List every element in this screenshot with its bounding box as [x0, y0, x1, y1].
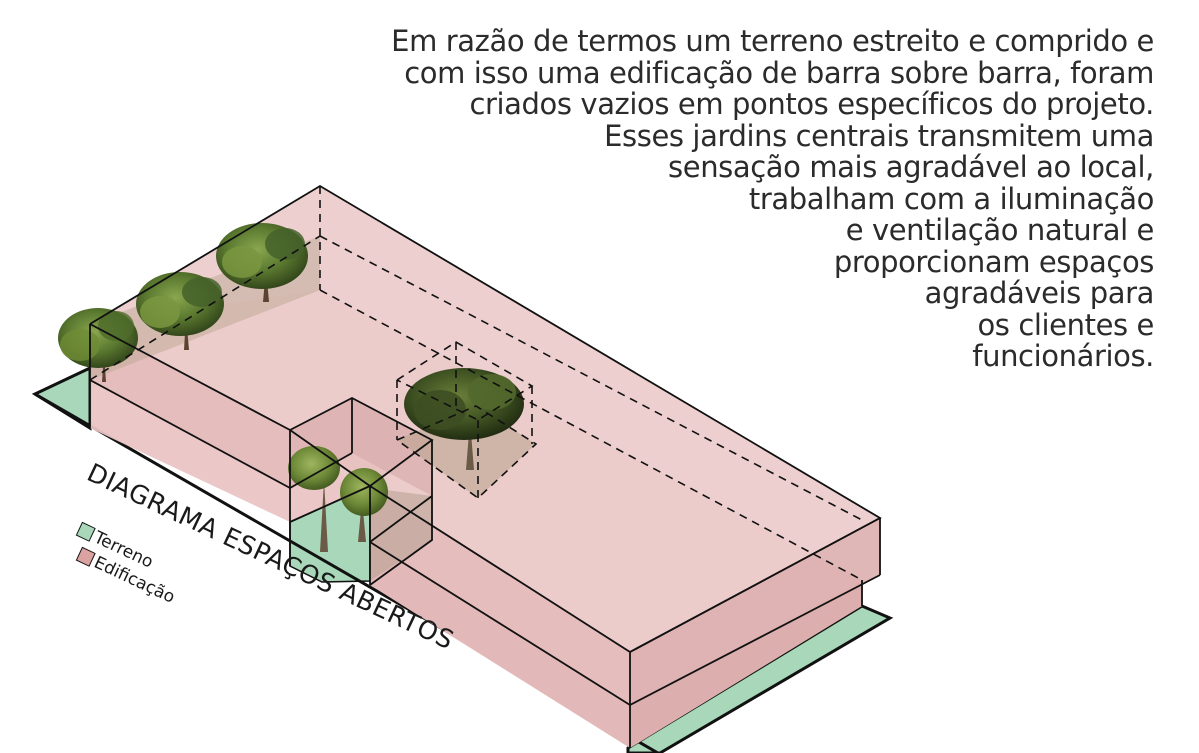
tree-courtyard-2: [340, 468, 388, 542]
description-line: agradáveis para: [924, 276, 1155, 310]
description-line: com isso uma edificação de barra sobre b…: [404, 55, 1154, 90]
description-line: Em razão de termos um terreno estreito e…: [391, 24, 1154, 58]
description-line: criados vazios em pontos específicos do …: [469, 87, 1154, 121]
description-line: sensação mais agradável ao local,: [668, 150, 1154, 184]
description-line: proporcionam espaços: [833, 244, 1155, 279]
lower-bar-front: [370, 542, 630, 748]
description-line: Esses jardins centrais transmitem uma: [604, 118, 1154, 153]
lower-bar-side: [630, 580, 862, 748]
upper-bar-front-right: [370, 486, 630, 705]
description-line: e ventilação natural e: [845, 213, 1155, 247]
building-outlines: [89, 184, 882, 748]
notch-back-wall: [352, 398, 432, 496]
description-line: funcionários.: [972, 339, 1154, 373]
description-line: os clientes e: [977, 307, 1154, 342]
upper-bar-front: [90, 324, 290, 488]
tree-atrium: [404, 368, 524, 470]
hidden-lines: [89, 186, 863, 581]
tree-left-2: [136, 272, 224, 350]
description-line: trabalham com a iluminação: [748, 181, 1154, 216]
upper-bar-side: [630, 518, 880, 705]
description-text: Em razão de termos um terreno estreito e…: [254, 24, 1155, 373]
tree-courtyard-1: [288, 446, 340, 552]
courtyard-floor: [370, 488, 432, 581]
